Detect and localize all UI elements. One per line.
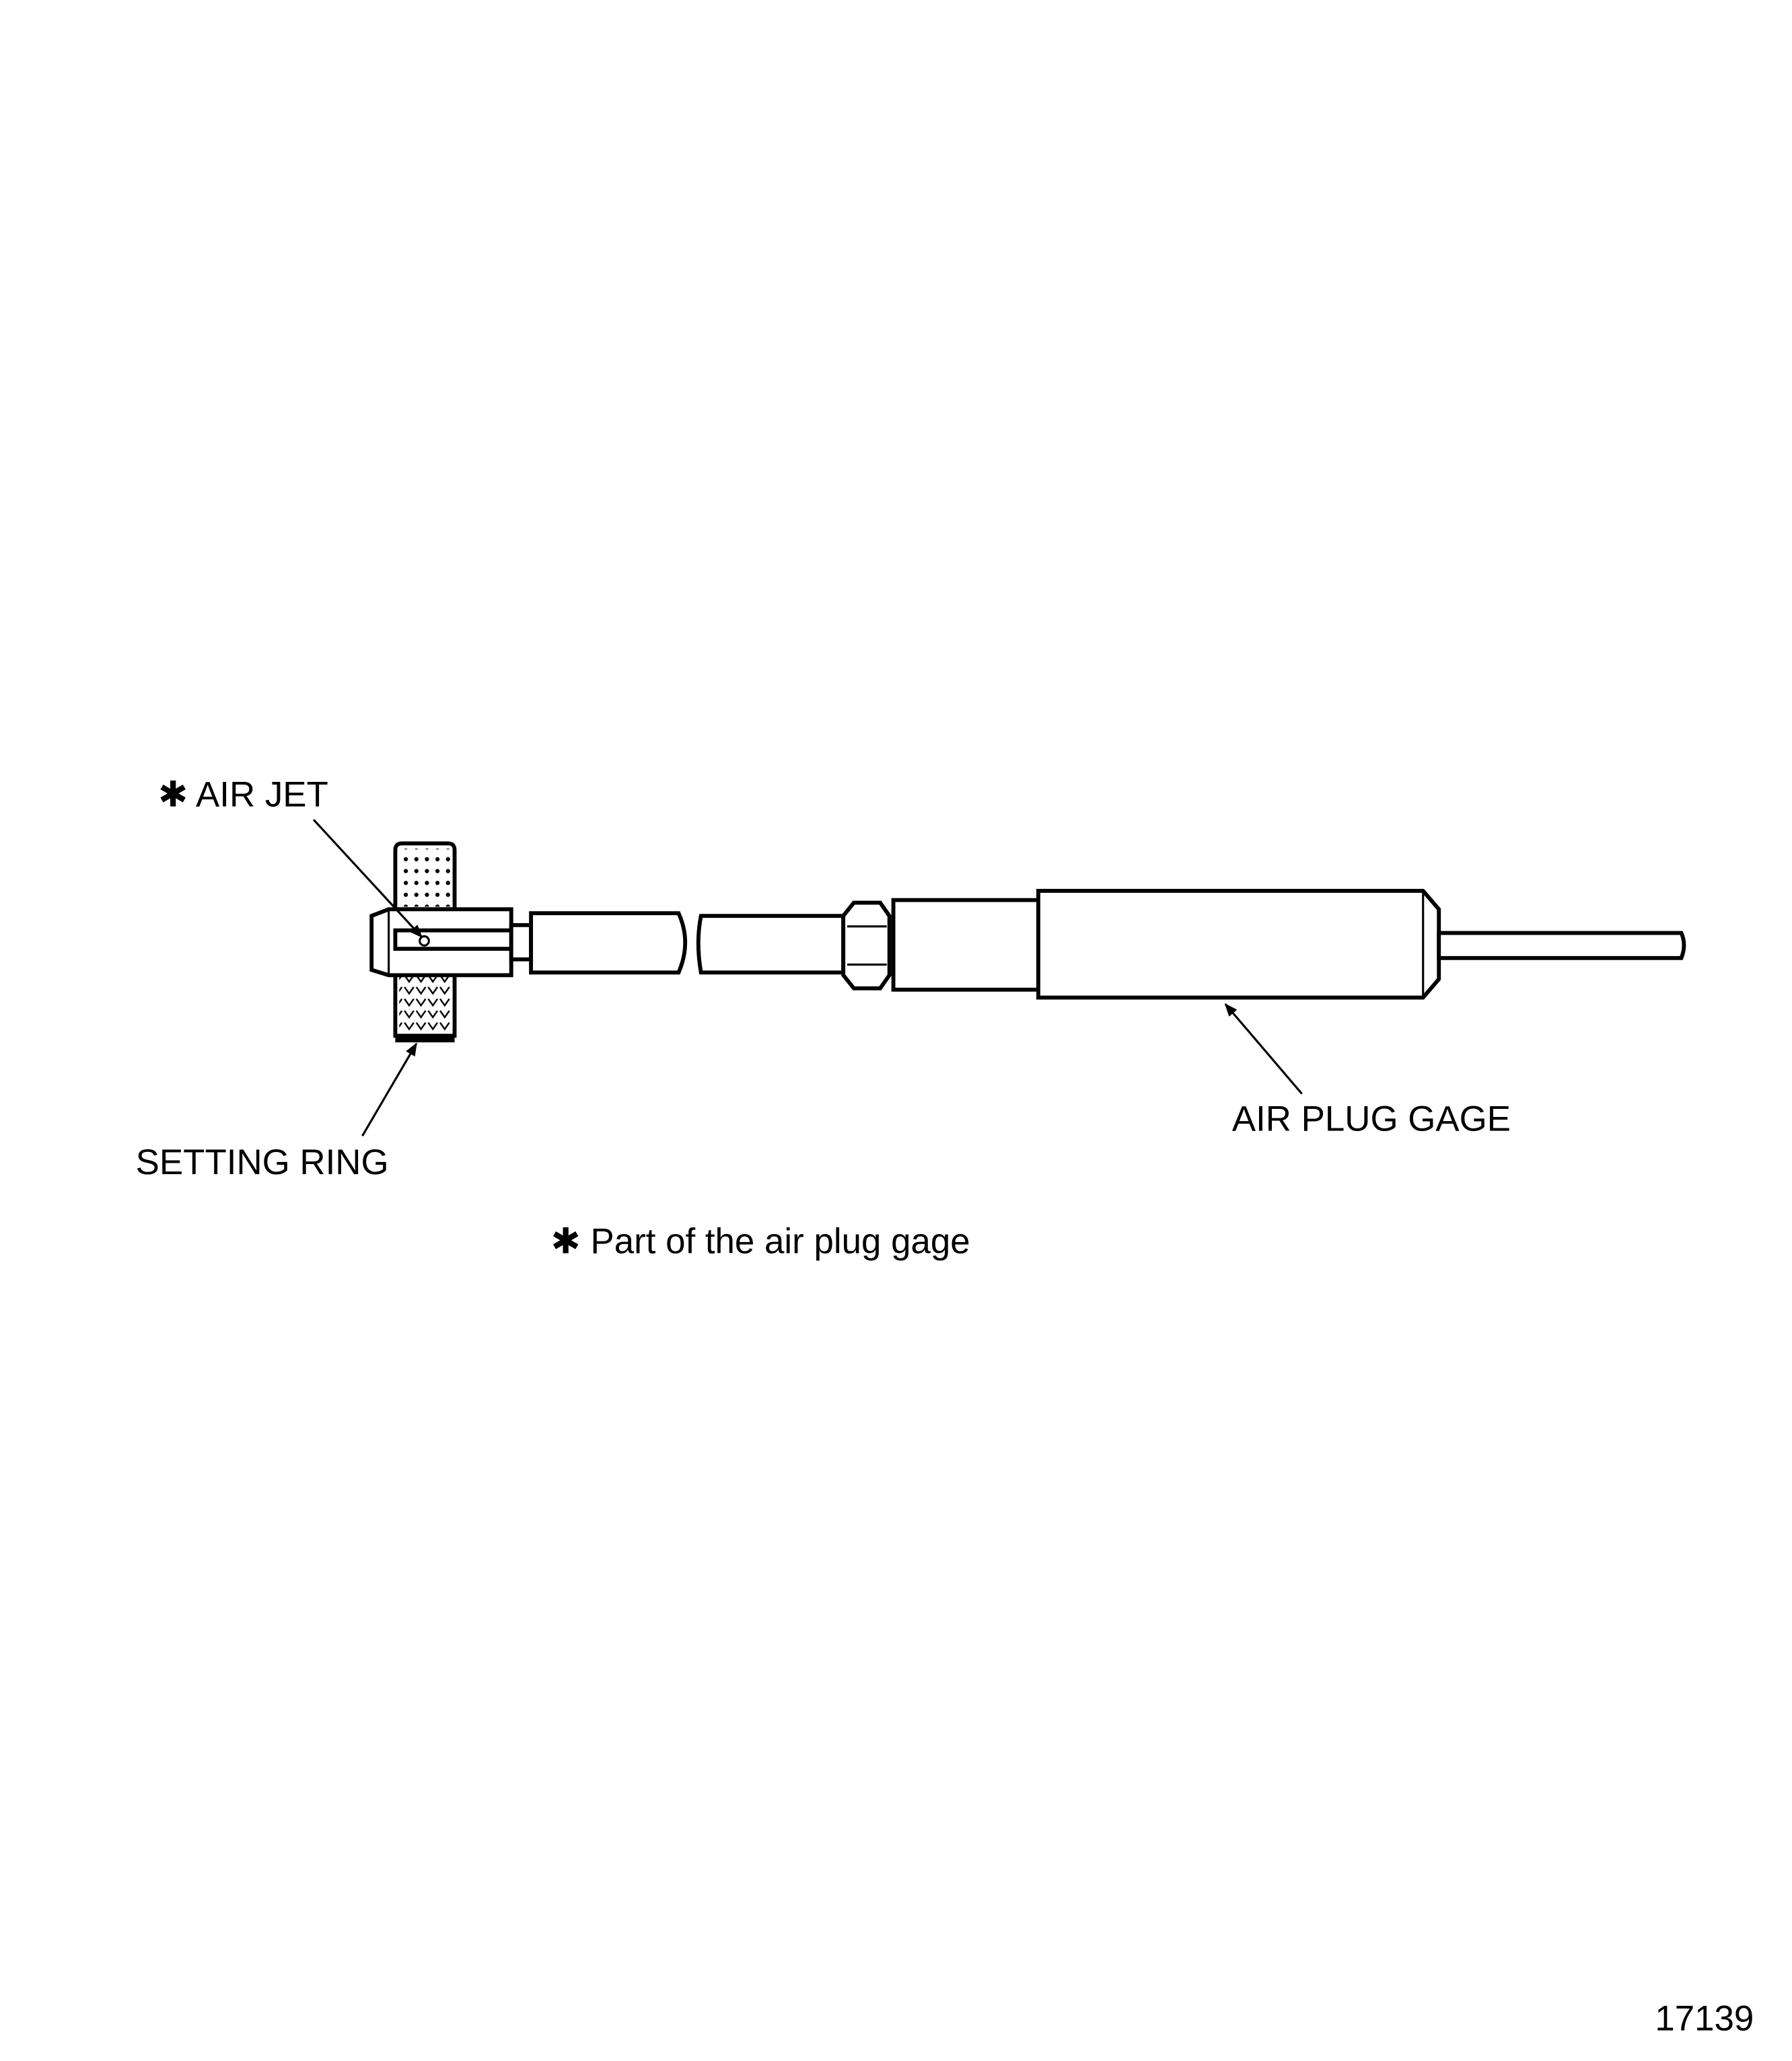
setting-ring-label: SETTING RING bbox=[136, 1143, 389, 1182]
setting-ring-leader bbox=[361, 1042, 418, 1136]
footnote: ✱ Part of the air plug gage bbox=[550, 1221, 970, 1261]
extension-tube bbox=[529, 911, 846, 975]
gage-body bbox=[891, 889, 1686, 1000]
air-plug-gage-label: AIR PLUG GAGE bbox=[1232, 1099, 1511, 1138]
air-jet-label: ✱ AIR JET bbox=[158, 775, 328, 815]
hex-nut bbox=[841, 900, 892, 990]
air-plug-gage-leader bbox=[1224, 1003, 1303, 1095]
gage-head bbox=[369, 907, 534, 978]
air-jet-leader bbox=[312, 819, 423, 938]
figure-number: 17139 bbox=[1655, 1999, 1754, 2039]
air-jet-hole bbox=[419, 935, 430, 947]
